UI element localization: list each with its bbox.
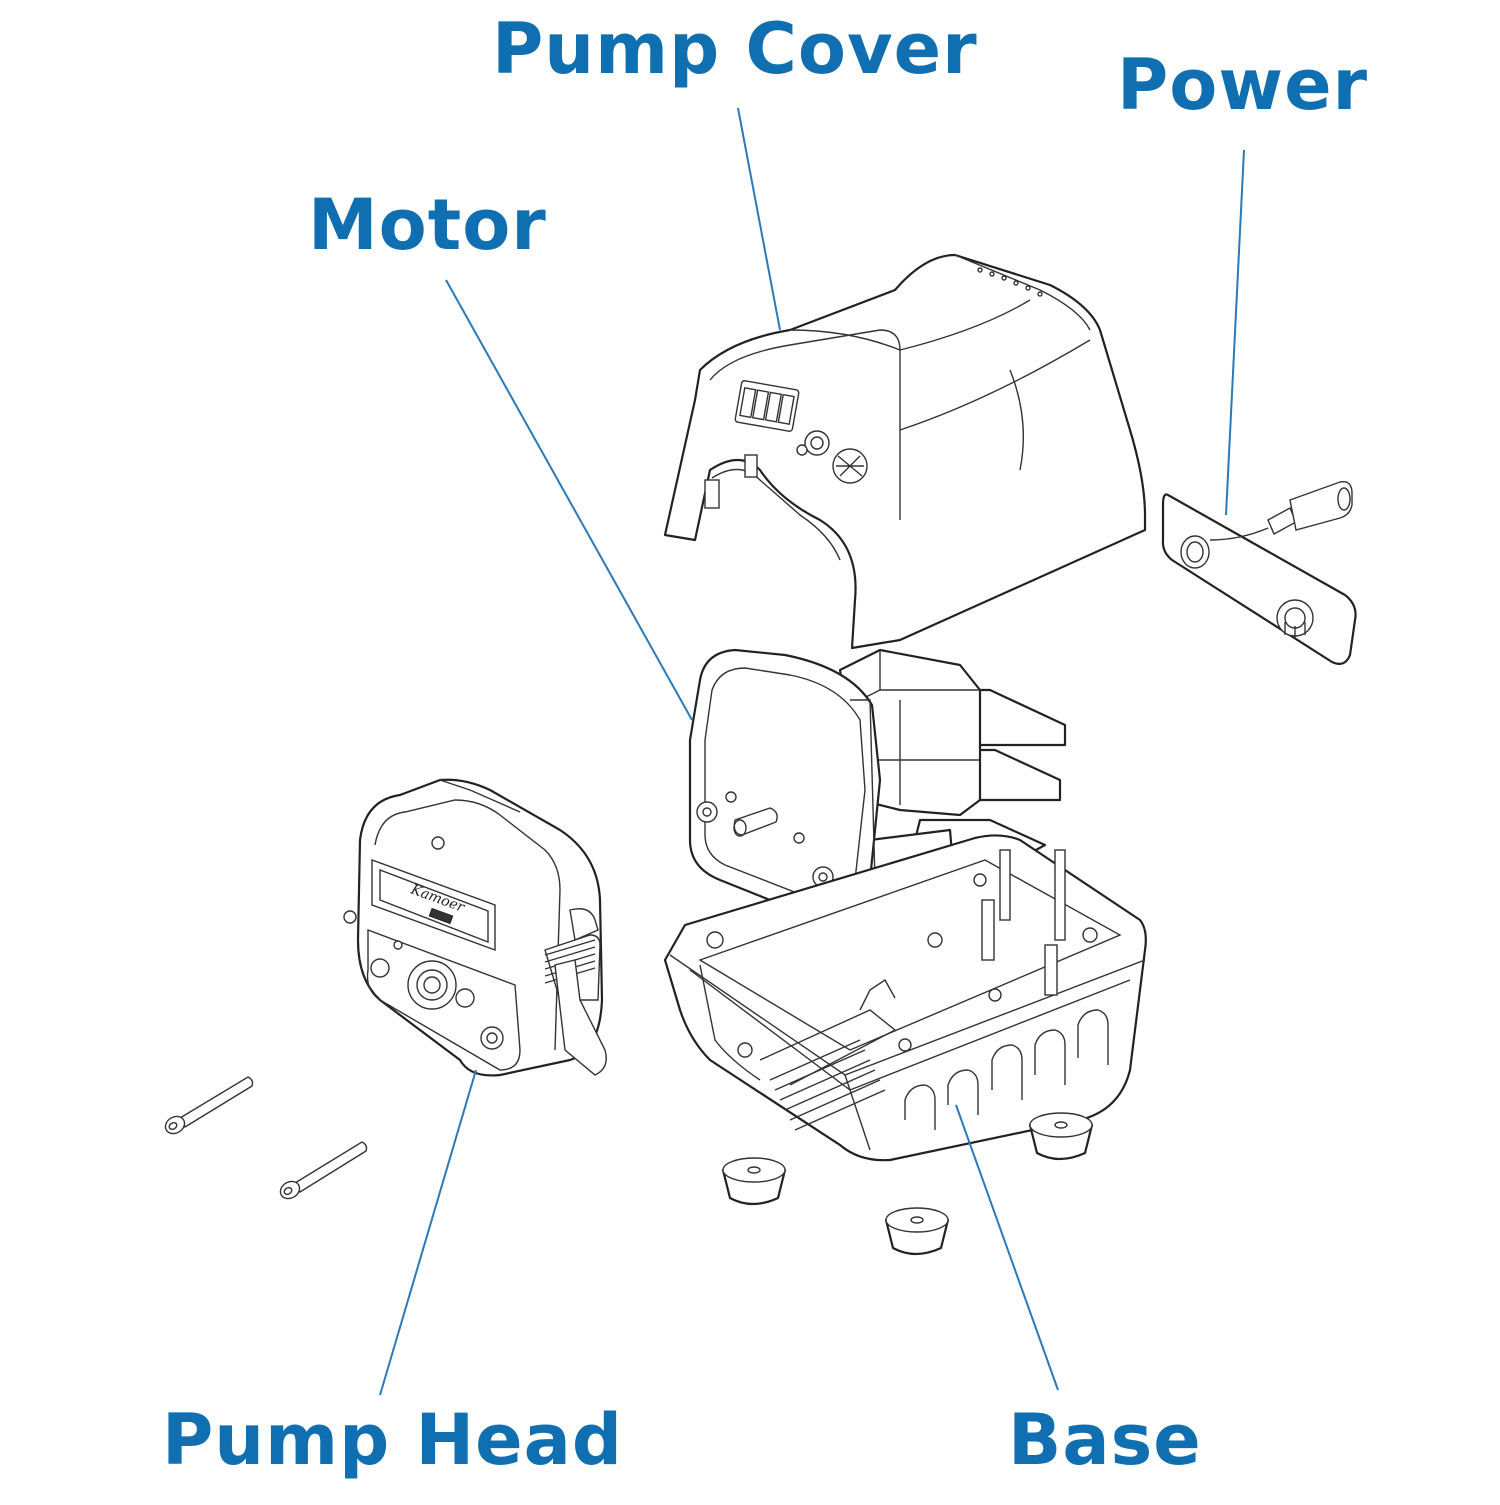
label-pump-head: Pump Head (162, 1399, 623, 1481)
screws-drawing (164, 1076, 368, 1200)
leader-line-pump-cover (737, 107, 781, 331)
leader-line-pump-head (379, 1069, 477, 1396)
leader-lines (379, 107, 1245, 1396)
leader-line-power (1225, 149, 1245, 516)
label-motor: Motor (308, 184, 547, 266)
label-power: Power (1117, 44, 1369, 126)
pump-head-drawing: Kamoer (343, 778, 607, 1077)
pump-cover-drawing (663, 253, 1147, 650)
leader-line-motor (445, 279, 693, 721)
label-base: Base (1008, 1399, 1202, 1481)
rubber-feet-drawing (721, 1112, 1094, 1256)
power-plate-drawing (1161, 481, 1357, 665)
label-pump-cover: Pump Cover (492, 8, 978, 90)
leader-line-base (955, 1104, 1059, 1391)
base-drawing (663, 834, 1147, 1162)
